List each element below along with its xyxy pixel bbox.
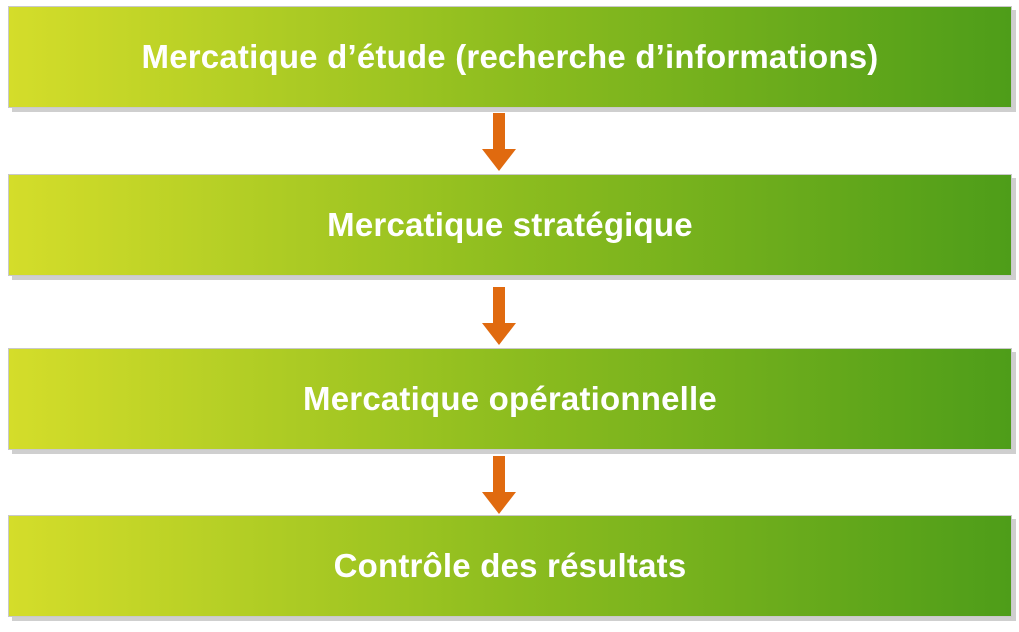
step-label: Mercatique opérationnelle: [303, 380, 717, 417]
step-box-operational-marketing: Mercatique opérationnelle: [8, 348, 1012, 450]
arrow-down-icon: [482, 456, 516, 514]
step-label: Contrôle des résultats: [333, 547, 687, 584]
step-label: Mercatique stratégique: [327, 206, 693, 243]
step-box-strategic-marketing: Mercatique stratégique: [8, 174, 1012, 276]
arrow-down-icon: [482, 113, 516, 171]
arrow-down-icon: [482, 287, 516, 345]
step-box-market-research: Mercatique d’étude (recherche d’informat…: [8, 6, 1012, 108]
step-box-results-control: Contrôle des résultats: [8, 515, 1012, 617]
step-label: Mercatique d’étude (recherche d’informat…: [141, 38, 879, 75]
